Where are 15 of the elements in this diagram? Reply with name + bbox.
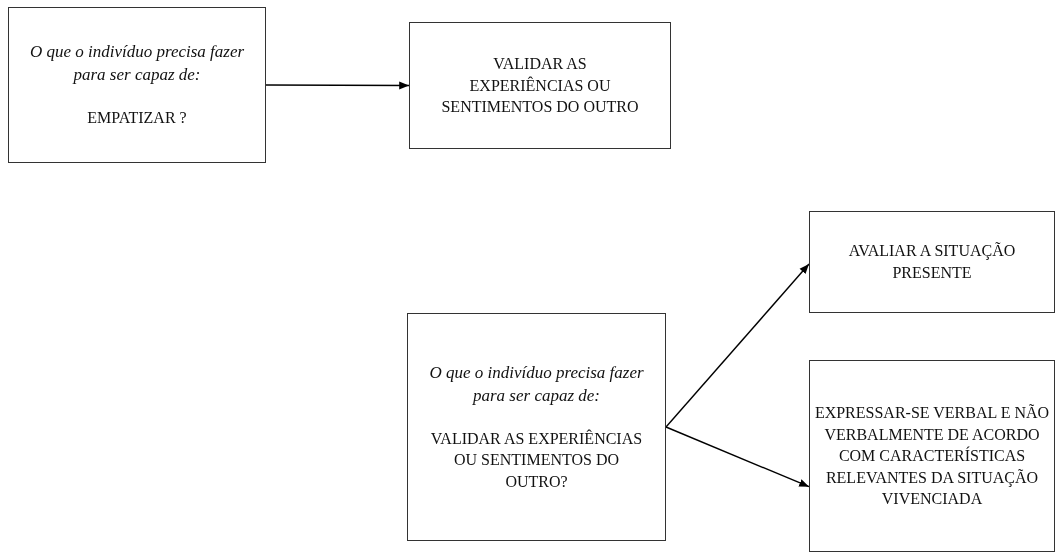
box-text: VALIDAR AS EXPERIÊNCIAS OU SENTIMENTOS DO OUTRO	[440, 54, 640, 118]
process-box	[809, 360, 1055, 552]
box-text: AVALIAR A SITUAÇÃO PRESENTE	[847, 241, 1017, 283]
arrow	[665, 426, 810, 488]
process-box	[8, 7, 266, 163]
box-text: VALIDAR AS EXPERIÊNCIAS OU SENTIMENTOS DO OUTRO?	[429, 428, 644, 492]
process-box	[407, 313, 666, 541]
arrow	[665, 263, 810, 428]
arrow	[265, 81, 410, 90]
process-box	[409, 22, 671, 149]
process-box	[809, 211, 1055, 313]
question-text: O que o indivíduo precisa fazer para ser capaz de:	[428, 361, 645, 407]
box-text: EXPRESSAR-SE VERBAL E NÃO VERBALMENTE DE ACORDO COM CARACTERÍSTICAS RELEVANTES DA SITUAÇÃO VIVENCIADA	[814, 403, 1050, 510]
question-text: O que o indivíduo precisa fazer para ser capaz de:	[28, 41, 246, 87]
box-text: EMPATIZAR ?	[87, 108, 187, 129]
